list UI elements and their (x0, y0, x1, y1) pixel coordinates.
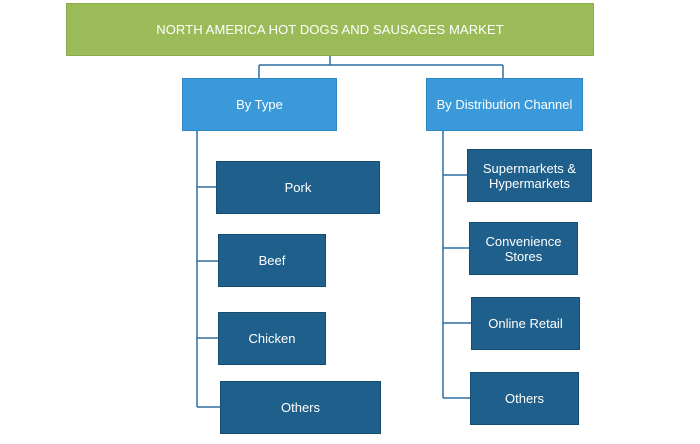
type-item-label: Beef (258, 253, 286, 268)
by-channel-box: By Distribution Channel (426, 78, 583, 131)
by-type-box: By Type (182, 78, 337, 131)
by-type-label: By Type (236, 97, 283, 112)
type-item-pork: Pork (216, 161, 380, 214)
root-title: NORTH AMERICA HOT DOGS AND SAUSAGES MARK… (156, 22, 504, 37)
channel-item-convenience: Convenience Stores (469, 222, 578, 275)
type-item-label: Pork (284, 180, 312, 195)
channel-item-label: Others (504, 391, 544, 406)
type-item-label: Chicken (248, 331, 296, 346)
channel-item-online: Online Retail (471, 297, 580, 350)
channel-item-supermarkets: Supermarkets & Hypermarkets (467, 149, 592, 202)
type-item-others: Others (220, 381, 381, 434)
channel-item-label: Online Retail (488, 316, 563, 331)
channel-item-others: Others (470, 372, 579, 425)
type-item-label: Others (280, 400, 320, 415)
root-title-box: NORTH AMERICA HOT DOGS AND SAUSAGES MARK… (66, 3, 594, 56)
type-item-beef: Beef (218, 234, 326, 287)
channel-item-label: Supermarkets & Hypermarkets (482, 160, 577, 191)
type-item-chicken: Chicken (218, 312, 326, 365)
by-channel-label: By Distribution Channel (436, 97, 573, 112)
channel-item-label: Convenience Stores (485, 233, 562, 264)
